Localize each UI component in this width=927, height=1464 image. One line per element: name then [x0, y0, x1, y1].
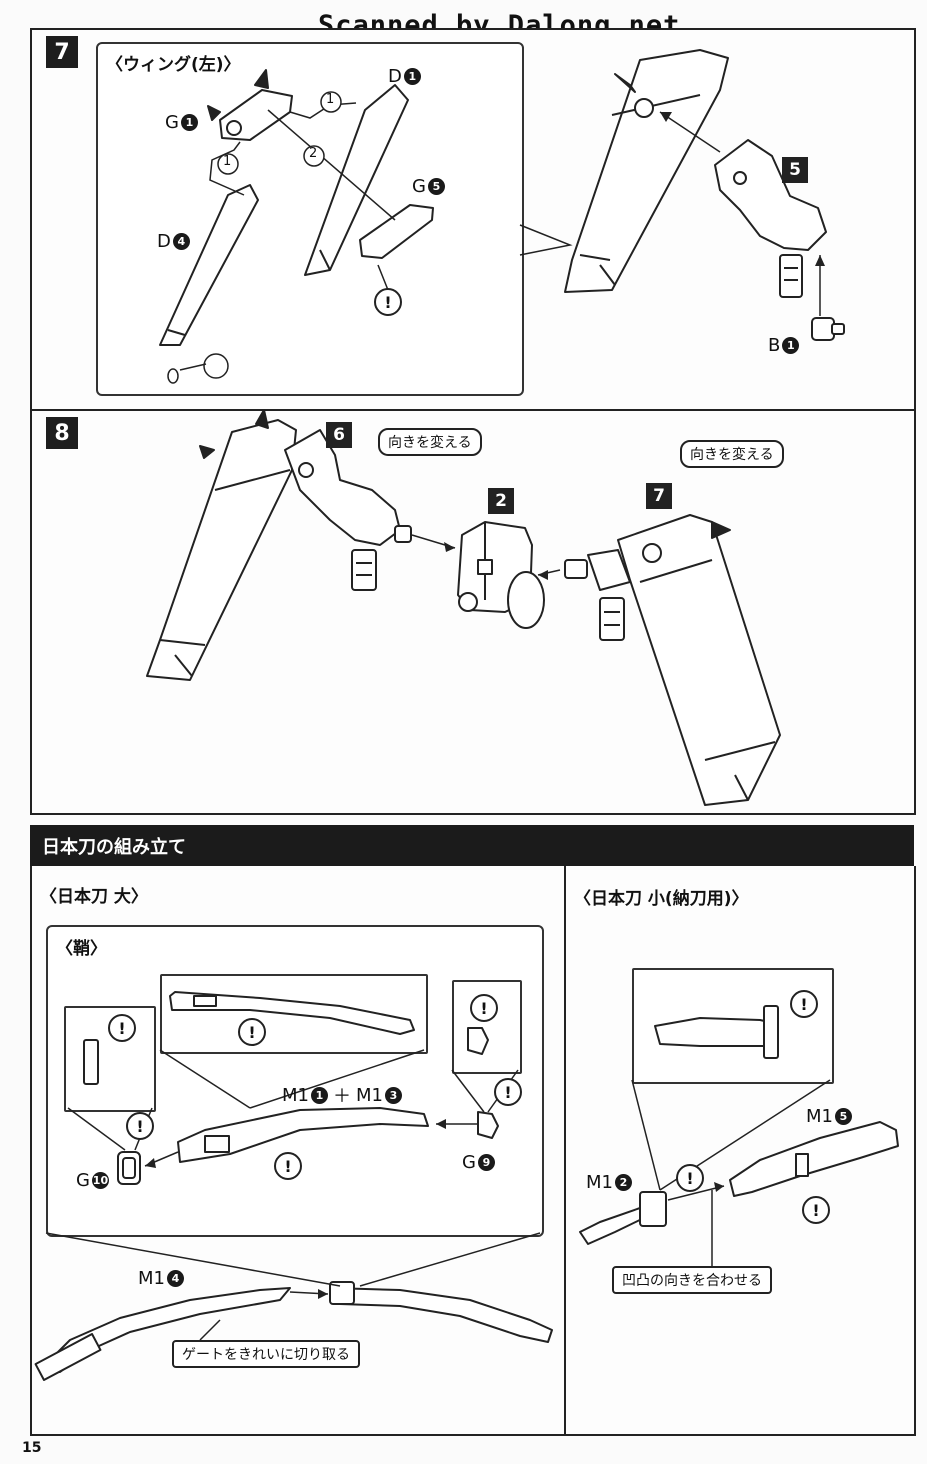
step8-number: 8 [46, 417, 78, 449]
align-note: 凹凸の向きを合わせる [612, 1266, 772, 1294]
rotate-callout-right: 向きを変える [680, 440, 784, 468]
warning-icon-g10-detail: ! [108, 1014, 136, 1042]
scabbard-title: 〈鞘〉 [56, 939, 107, 959]
warning-icon-small-detail: ! [790, 990, 818, 1018]
wing-title: 〈ウィング(左)〉 [106, 55, 241, 75]
ref-step-2: 2 [488, 488, 514, 514]
warning-icon-scabbard-detail: ! [238, 1018, 266, 1046]
ref-step-6: 6 [326, 422, 352, 448]
ref-step-5: 5 [782, 157, 808, 183]
warning-icon-g9: ! [494, 1078, 522, 1106]
rotate-callout-left: 向きを変える [378, 428, 482, 456]
warning-icon-m1-5: ! [802, 1196, 830, 1224]
step7-number: 7 [46, 36, 78, 68]
gate-cut-note: ゲートをきれいに切り取る [172, 1340, 360, 1368]
warning-icon-m1-2: ! [676, 1164, 704, 1192]
step7-drawing [159, 49, 845, 384]
katana-small-title: 〈日本刀 小(納刀用)〉 [574, 889, 749, 909]
warning-icon-g9-detail: ! [470, 994, 498, 1022]
katana-large-title: 〈日本刀 大〉 [40, 887, 148, 907]
substep-1-top: 1 [326, 92, 335, 107]
substep-2: 2 [309, 146, 318, 161]
step8-panel: 8 [30, 409, 916, 815]
katana-section-header: 日本刀の組み立て [30, 825, 914, 867]
scabbard-detail-frame [160, 974, 428, 1054]
warning-icon-g5: ! [374, 288, 402, 316]
ref-step-7: 7 [646, 483, 672, 509]
warning-icon-g10: ! [126, 1112, 154, 1140]
small-katana-detail-frame [632, 968, 834, 1084]
substep-1-left: 1 [223, 154, 232, 169]
page-number: 15 [22, 1440, 42, 1456]
katana-small-panel [564, 866, 916, 1436]
warning-icon-scabbard: ! [274, 1152, 302, 1180]
